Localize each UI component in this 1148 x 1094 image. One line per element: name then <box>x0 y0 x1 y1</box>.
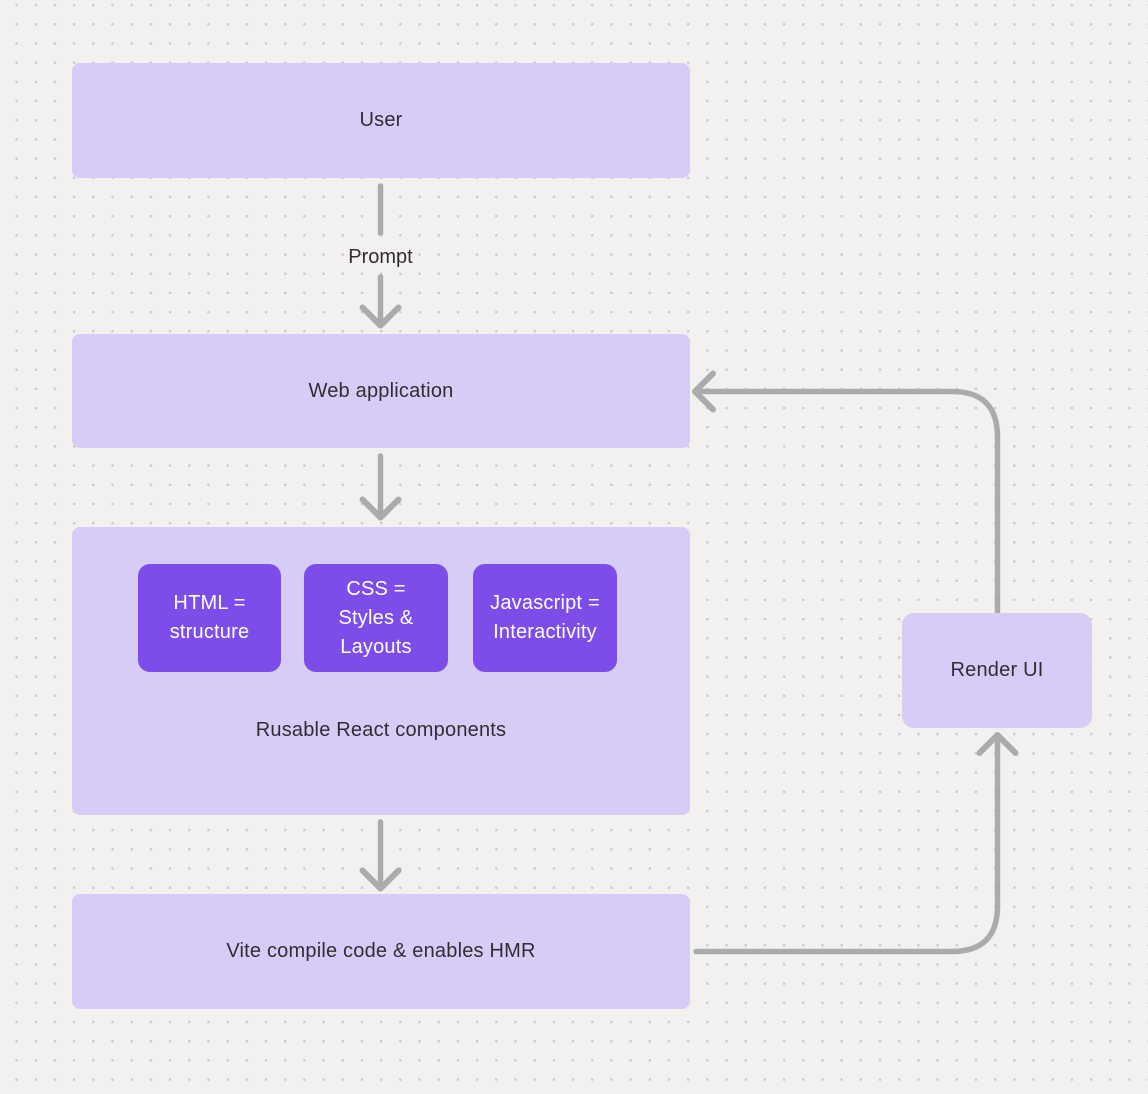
chip-javascript-interactivity[interactable]: Javascript = Interactivity <box>473 564 617 672</box>
node-web-application-label: Web application <box>308 379 454 402</box>
chip-html-structure[interactable]: HTML = structure <box>138 564 281 672</box>
chip-html-structure-label: HTML = structure <box>169 592 250 643</box>
node-render-ui-label: Render UI <box>950 659 1044 681</box>
node-vite[interactable]: Vite compile code & enables HMR <box>72 894 690 1009</box>
chip-css-styles-label: CSS = Styles & Layouts <box>338 577 414 658</box>
node-render-ui[interactable]: Render UI <box>902 613 1092 728</box>
chip-javascript-interactivity-label: Javascript = Interactivity <box>490 592 600 643</box>
edge-renderui-webapp <box>699 388 1001 616</box>
chip-css-styles[interactable]: CSS = Styles & Layouts <box>304 564 448 672</box>
node-user-label: User <box>359 109 403 131</box>
arrowhead-down-icon <box>359 867 402 892</box>
group-caption: Rusable React components <box>255 719 507 741</box>
arrowhead-left-icon <box>692 370 716 413</box>
arrowhead-down-icon <box>359 496 402 521</box>
node-web-application[interactable]: Web application <box>72 334 690 448</box>
arrowhead-down-icon <box>359 304 402 329</box>
node-react-components-group[interactable]: HTML = structure CSS = Styles & Layouts … <box>72 527 690 815</box>
node-user[interactable]: User <box>72 63 690 178</box>
arrowhead-up-icon <box>976 732 1019 756</box>
edge-vite-renderui <box>693 738 1001 955</box>
edge-label-prompt: Prompt <box>348 246 413 268</box>
node-vite-label: Vite compile code & enables HMR <box>226 940 536 962</box>
